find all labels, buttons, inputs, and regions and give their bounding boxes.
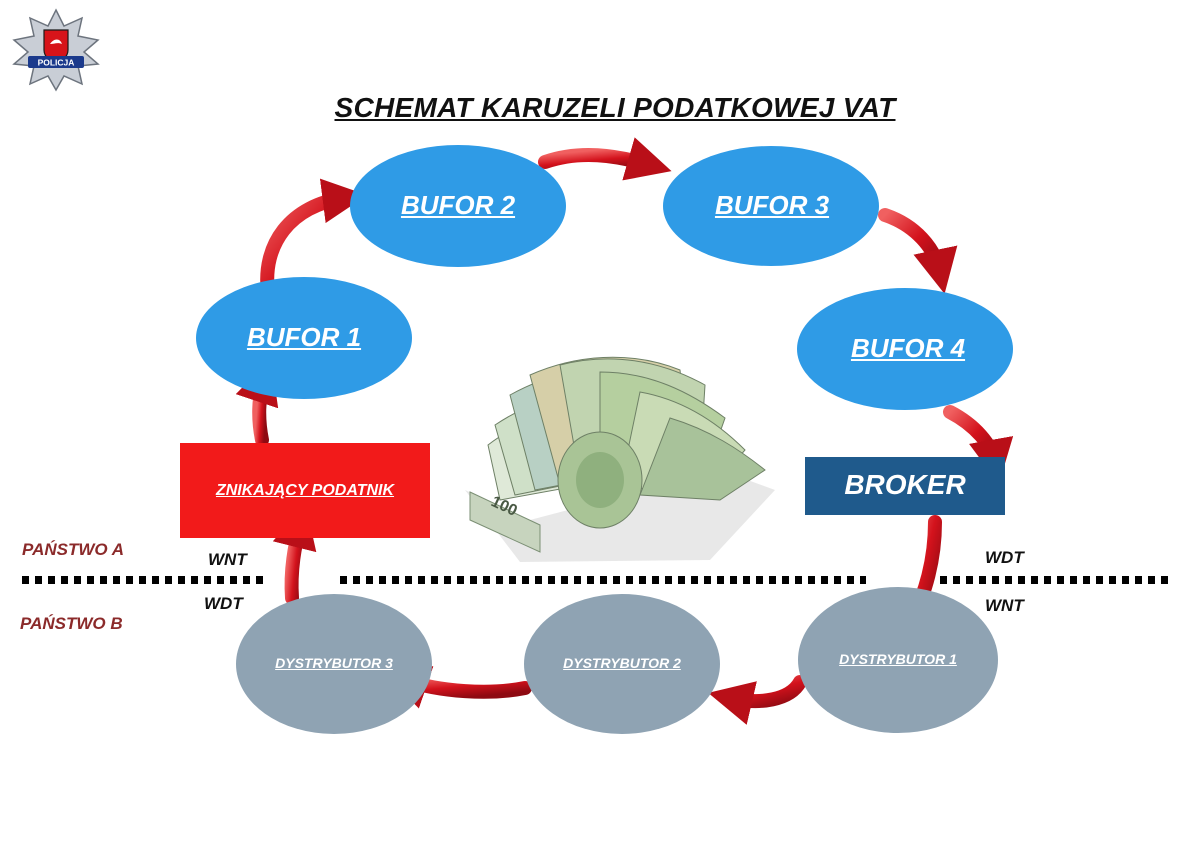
bufor-2-label: BUFOR 2 <box>400 190 516 220</box>
dystrybutor-3-node <box>236 594 432 734</box>
bufor-3-label: BUFOR 3 <box>714 190 830 220</box>
country-b-label: PAŃSTWO B <box>20 614 123 633</box>
dystrybutor-1-label: DYSTRYBUTOR 1 <box>839 651 957 667</box>
broker-label: BROKER <box>844 469 966 500</box>
flow-label-wnt-right: WNT <box>985 596 1024 615</box>
dystrybutor-3-label: DYSTRYBUTOR 3 <box>275 655 393 671</box>
arrow-bufor1-to-bufor2 <box>260 178 368 299</box>
policja-logo: POLICJA <box>12 8 100 92</box>
flow-label-wdt-right: WDT <box>985 548 1024 567</box>
bufor-2-node <box>350 145 566 267</box>
arrow-dystrybutor1-to-dystrybutor2 <box>708 675 807 725</box>
arrow-bufor2-to-bufor3 <box>538 137 672 181</box>
dystrybutor-2-node <box>524 594 720 734</box>
arrow-bufor4-to-broker <box>943 405 1014 485</box>
bufor-3-node <box>663 146 879 266</box>
bufor-1-node <box>196 277 412 399</box>
dystrybutor-1-node <box>798 587 998 733</box>
broker-node <box>805 457 1005 515</box>
flow-label-wdt-left: WDT <box>204 594 243 613</box>
znikajacy-podatnik-label: ZNIKAJĄCY PODATNIK <box>215 482 395 499</box>
flow-label-wnt-left: WNT <box>208 550 247 569</box>
page-title: SCHEMAT KARUZELI PODATKOWEJ VAT <box>334 92 896 123</box>
znikajacy-podatnik-node <box>180 443 430 538</box>
bufor-1-label: BUFOR 1 <box>246 322 362 352</box>
arrow-bufor3-to-bufor4 <box>878 208 958 294</box>
logo-text: POLICJA <box>38 58 75 68</box>
bufor-4-node <box>797 288 1013 410</box>
bufor-4-label: BUFOR 4 <box>850 333 966 363</box>
dystrybutor-2-label: DYSTRYBUTOR 2 <box>563 655 681 671</box>
money-illustration: 100 <box>465 356 775 562</box>
country-a-label: PAŃSTWO A <box>22 540 124 559</box>
